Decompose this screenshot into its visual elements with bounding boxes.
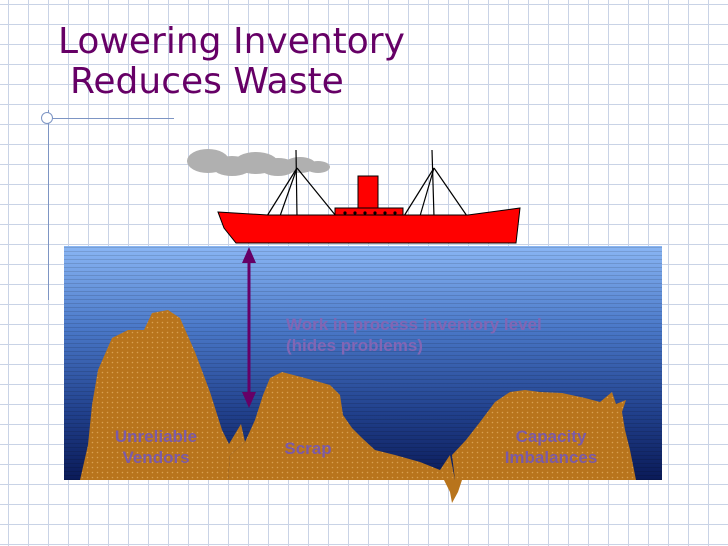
ship-icon [217,149,521,244]
inventory-level-arrow [242,247,256,408]
decorative-line-horizontal [48,118,174,119]
title-line-1: Lowering Inventory [58,21,405,62]
slide-title: Lowering Inventory Reduces Waste [58,22,405,102]
rock-label-line-2: Imbalances [504,448,598,467]
wip-label-line-2: (hides problems) [286,336,423,355]
rock-capacity-imbalances [452,390,636,480]
rock-scrap [228,372,455,480]
rock-label-line-1: Scrap [284,439,332,458]
title-line-2: Reduces Waste [70,61,344,102]
decorative-line-vertical [48,110,49,300]
rock-label-line-2: Vendors [122,448,190,467]
wip-label-line-1: Work in process inventory level [286,315,542,334]
rock-label-line-1: Capacity [515,427,587,446]
smoke-icon [187,149,330,176]
wip-inventory-label: Work in process inventory level (hides p… [286,314,542,356]
rock-label-scrap: Scrap [272,438,344,459]
rock-label-line-1: Unreliable [114,427,198,446]
rock-unreliable-vendors [80,310,245,480]
decorative-circle [41,112,53,124]
rock-underwater-tip [444,480,462,503]
rock-label-capacity-imbalances: Capacity Imbalances [486,426,616,468]
rock-label-unreliable-vendors: Unreliable Vendors [96,426,216,468]
